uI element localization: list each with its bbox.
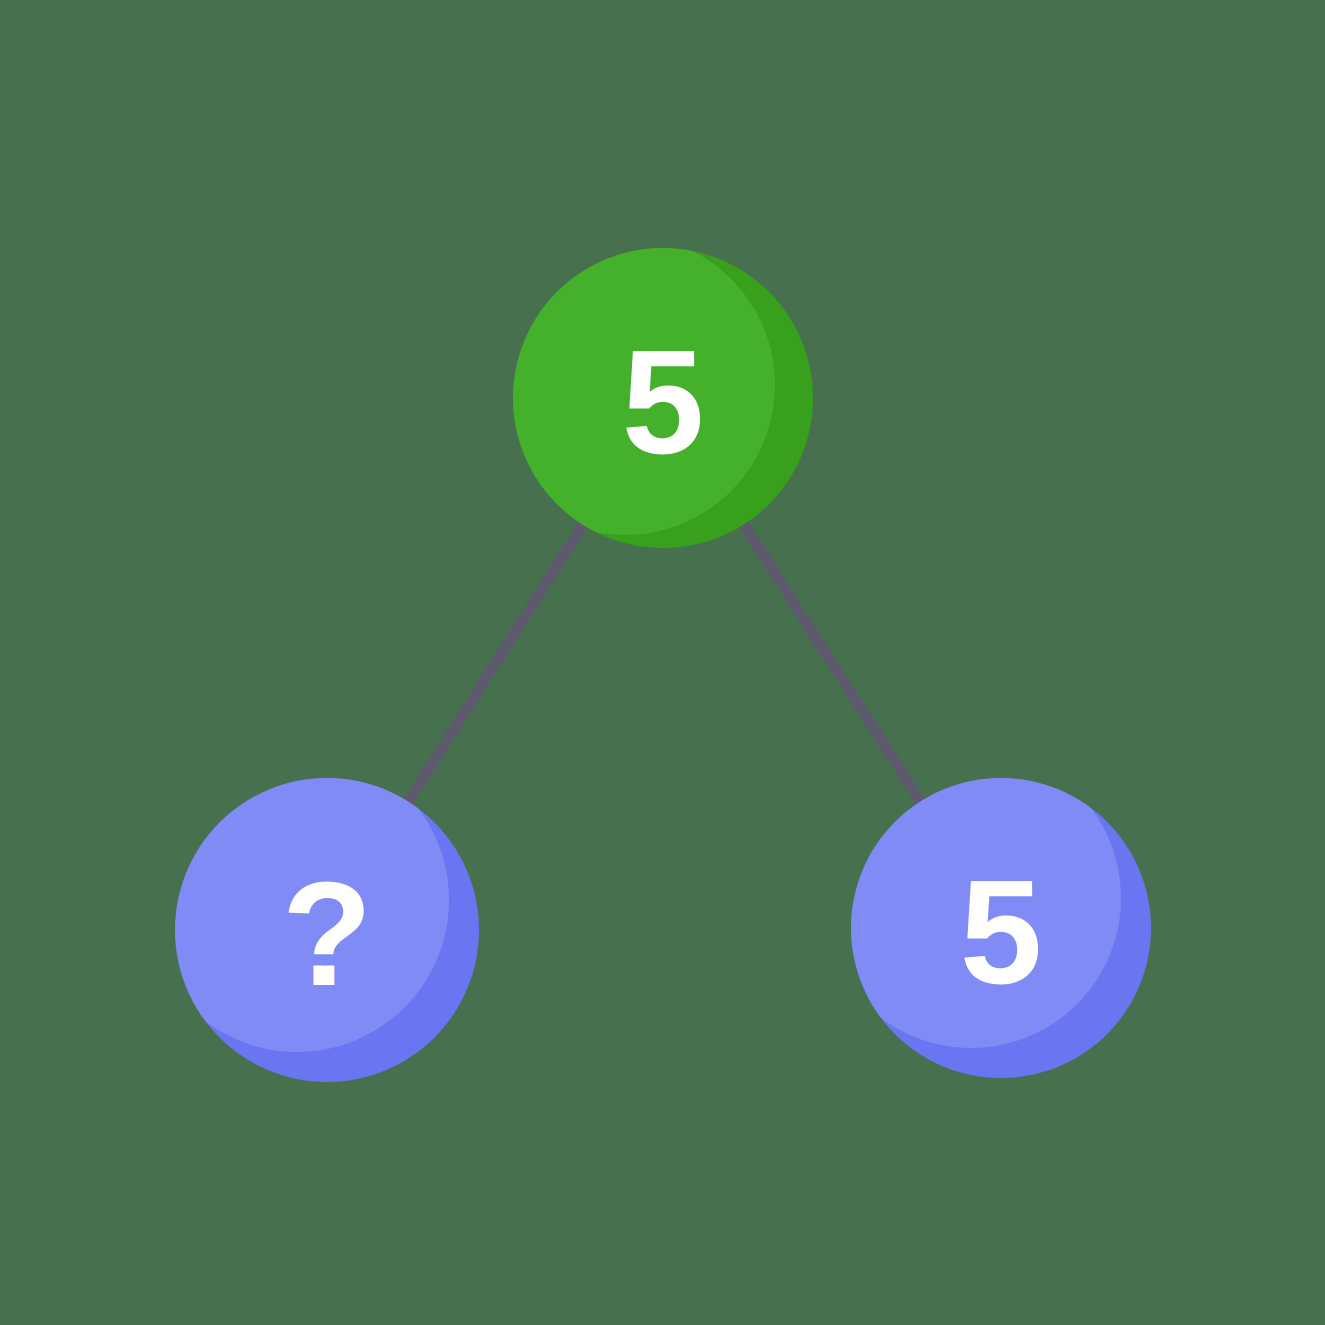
node-right-label: 5 bbox=[960, 850, 1042, 1015]
node-right-circle-highlight bbox=[851, 778, 1121, 1048]
node-left-label: ? bbox=[282, 852, 372, 1017]
node-root-circle-highlight bbox=[513, 248, 775, 535]
node-root-label: 5 bbox=[622, 320, 704, 485]
node-root: 5 bbox=[513, 248, 813, 548]
node-left-child-unknown[interactable]: ? bbox=[145, 748, 479, 1082]
node-left-circle-highlight bbox=[175, 778, 449, 1052]
node-right-child: 5 bbox=[851, 778, 1151, 1078]
